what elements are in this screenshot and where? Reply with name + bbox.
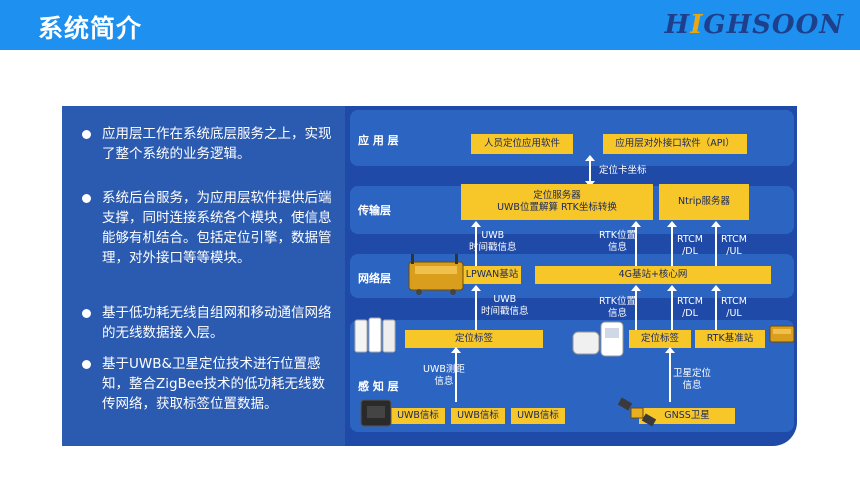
page-title: 系统简介 [38,14,143,43]
rtcm-ul-arrow-mid [711,285,721,332]
uwb-up-arrow-top [471,221,481,268]
bullet-text: 应用层工作在系统底层服务之上，实现了整个系统的业务逻辑。 [102,126,332,162]
rtk-up-arrow-mid [631,285,641,332]
ntrip-server-box: Ntrip服务器 [659,184,749,220]
rtcm-dl-arrow-mid [667,285,677,332]
uwb-ranging-info: UWB测距 信息 [423,364,465,387]
satellite-arrow [665,347,675,402]
bullet-text: 基于UWB&卫星定位技术进行位置感知，整合ZigBee技术的低功耗无线数传网络，… [102,356,325,412]
bullet-dot [82,309,91,318]
header-bar: 系统简介 HIGHSOON [0,0,860,50]
bullet-dot [82,360,91,369]
rtk-pos-info-top: RTK位置 信息 [599,230,636,253]
uwb-time-info-top: UWB 时间戳信息 [469,230,517,253]
positioning-server-sub: UWB位置解算 RTK坐标转换 [497,202,617,213]
bullet-text: 系统后台服务，为应用层软件提供后端支撑，同时连接系统各个模块，使信息能够有机结合… [102,190,332,266]
bullet-text: 基于低功耗无线自组网和移动通信网络的无线数据接入层。 [102,305,332,341]
rtcm-ul-arrow-top [711,221,721,268]
tag-left-box: 定位标签 [405,330,543,348]
rtcm-ul-mid: RTCM /UL [721,296,747,319]
bullet-application: 应用层工作在系统底层服务之上，实现了整个系统的业务逻辑。 [82,124,332,164]
positioning-terminal-icon [572,321,624,357]
satellite-pos-info: 卫星定位 信息 [673,368,712,391]
uwb-beacon-box-1: UWB信标 [391,408,445,424]
coord-arrow [585,155,595,187]
rtcm-dl-arrow-top [667,221,677,268]
logo-accent: I [690,10,704,40]
lpwan-station-box: LPWAN基站 [463,266,521,284]
rtk-pos-info-mid: RTK位置 信息 [599,296,636,319]
uwb-time-info-mid: UWB 时间戳信息 [481,294,529,317]
rtcm-ul-top: RTCM /UL [721,234,747,257]
core-network-box: 4G基站+核心网 [535,266,771,284]
lpwan-gateway-device-icon [408,254,464,295]
bullet-dot [82,194,91,203]
application-layer-label: 应 用 层 [358,134,399,147]
bullet-dot [82,130,91,139]
gnss-satellite-icon [617,397,657,427]
personnel-app-box: 人员定位应用软件 [471,134,573,154]
gnss-satellite-box: GNSS卫星 [639,408,735,424]
description-panel: 应用层工作在系统底层服务之上，实现了整个系统的业务逻辑。 系统后台服务，为应用层… [62,106,345,446]
tag-right-box: 定位标签 [629,330,691,348]
positioning-server-box: 定位服务器 UWB位置解算 RTK坐标转换 [461,184,653,220]
logo-prefix: H [664,10,691,40]
rtcm-dl-top: RTCM /DL [677,234,703,257]
rtk-base-station-icon [769,325,795,343]
positioning-server-title: 定位服务器 [533,190,581,201]
uwb-beacon-device-icon [360,399,392,427]
uwb-ranging-arrow [451,347,461,402]
architecture-diagram: 应 用 层 传输层 网络层 感 知 层 人员定位应用软件 应用层对外接口软件（A… [345,106,797,446]
rtk-up-arrow-top [631,221,641,268]
tag-coords-label: 定位卡坐标 [599,165,647,176]
uwb-beacon-box-3: UWB信标 [511,408,565,424]
bullet-network: 基于低功耗无线自组网和移动通信网络的无线数据接入层。 [82,303,332,343]
rtk-station-box: RTK基准站 [695,330,765,348]
uwb-beacon-box-2: UWB信标 [451,408,505,424]
uwb-tag-cards-icon [354,317,396,353]
external-api-box: 应用层对外接口软件（API） [603,134,747,154]
rtcm-dl-mid: RTCM /DL [677,296,703,319]
bullet-perception: 基于UWB&卫星定位技术进行位置感知，整合ZigBee技术的低功耗无线数传网络，… [82,354,332,414]
perception-layer-label: 感 知 层 [358,380,399,393]
bullet-transport: 系统后台服务，为应用层软件提供后端支撑，同时连接系统各个模块，使信息能够有机结合… [82,188,332,268]
uwb-up-arrow-mid [471,285,481,332]
transport-layer-label: 传输层 [358,204,391,217]
company-logo: HIGHSOON [665,10,844,40]
logo-suffix: GHSOON [703,10,844,40]
network-layer-label: 网络层 [358,272,391,285]
